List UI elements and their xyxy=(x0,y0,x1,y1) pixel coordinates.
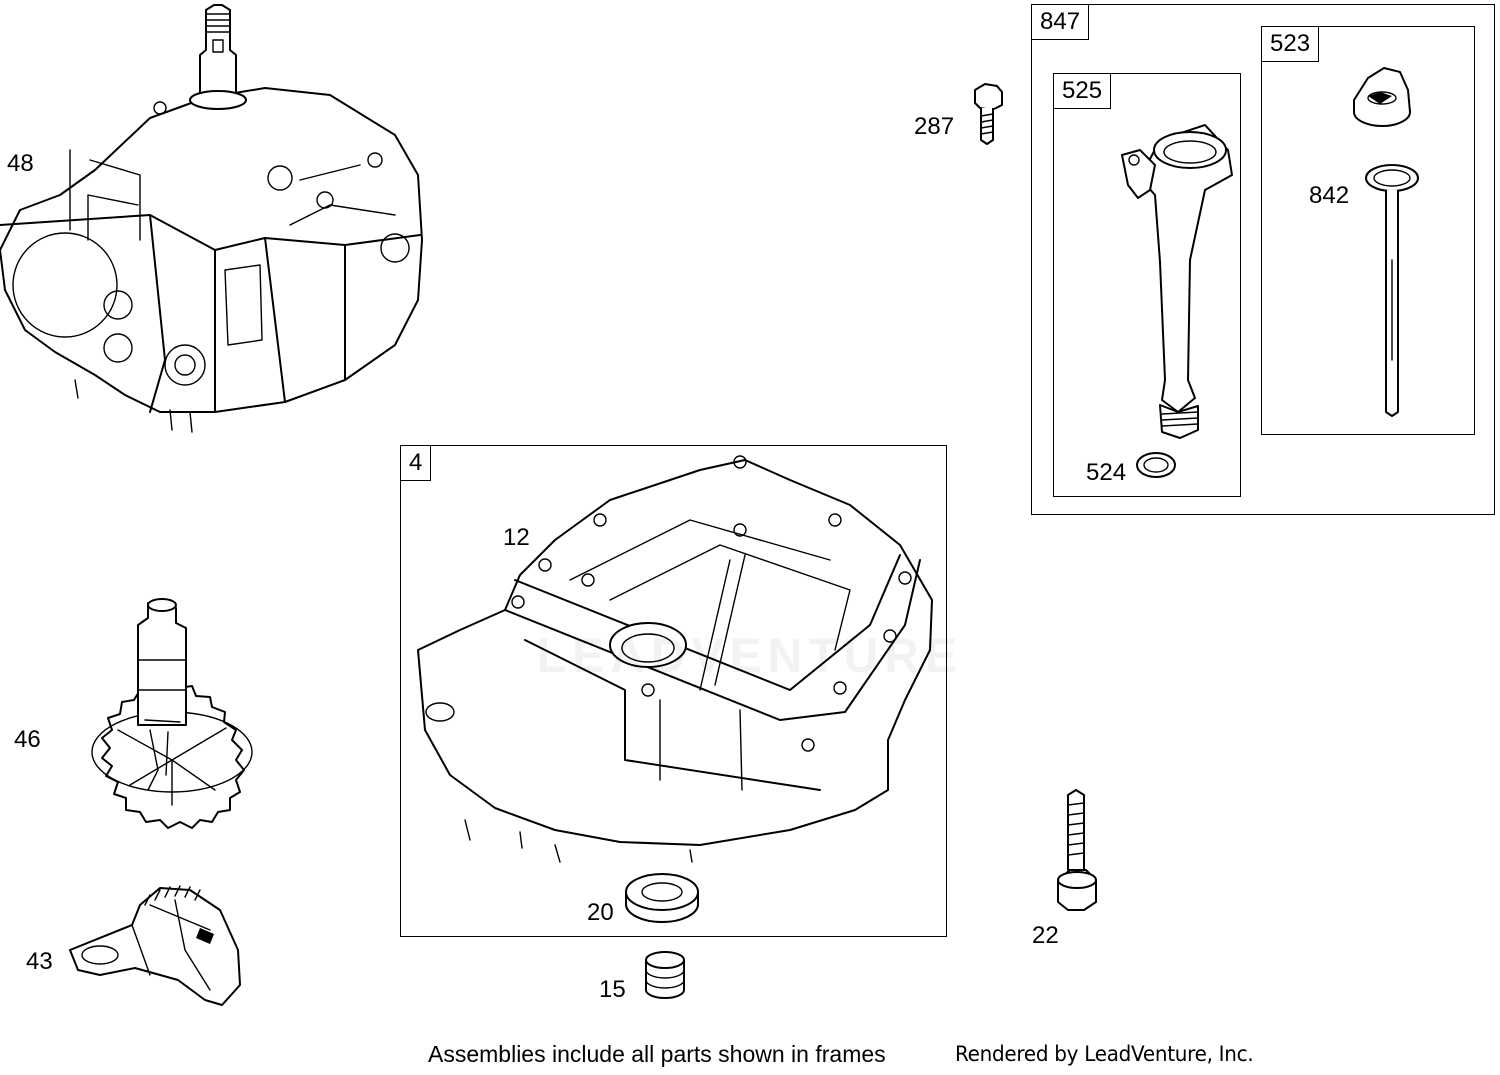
plug-15-drawing xyxy=(645,951,685,999)
frame-tag-525: 525 xyxy=(1053,73,1112,109)
frame-tag-523: 523 xyxy=(1261,26,1320,62)
frame-assembly-847: 847 xyxy=(1031,4,1495,515)
frame-tag-847: 847 xyxy=(1031,4,1090,40)
callout-20: 20 xyxy=(587,899,614,926)
frame-assembly-4: 4 xyxy=(400,445,947,937)
assemblies-note: Assemblies include all parts shown in fr… xyxy=(428,1041,886,1067)
governor-assembly-drawing xyxy=(69,885,241,1006)
callout-22: 22 xyxy=(1032,922,1059,949)
dipstick-drawing xyxy=(1353,67,1419,417)
seal-20-drawing xyxy=(625,873,699,923)
bolt-287-drawing xyxy=(974,83,1003,145)
callout-842: 842 xyxy=(1309,182,1350,209)
render-credit: Rendered by LeadVenture, Inc. xyxy=(955,1042,1254,1066)
callout-43: 43 xyxy=(26,948,53,975)
sump-cover-drawing xyxy=(417,455,933,863)
engine-block-drawing xyxy=(0,4,423,433)
callout-46: 46 xyxy=(14,726,41,753)
oil-fill-tube-drawing xyxy=(1121,124,1233,439)
svg-text:LEADVENTURE: LEADVENTURE xyxy=(537,630,963,683)
callout-287: 287 xyxy=(914,113,955,140)
camshaft-gear-drawing xyxy=(91,598,253,829)
frame-assembly-525: 525 xyxy=(1053,73,1241,497)
o-ring-524-drawing xyxy=(1136,452,1176,478)
callout-48: 48 xyxy=(7,150,34,177)
callout-15: 15 xyxy=(599,976,626,1003)
frame-tag-4: 4 xyxy=(400,445,432,481)
callout-12: 12 xyxy=(503,524,530,551)
frame-assembly-523: 523 xyxy=(1261,26,1475,435)
callout-524: 524 xyxy=(1086,459,1127,486)
bolt-22-drawing xyxy=(1057,789,1097,911)
